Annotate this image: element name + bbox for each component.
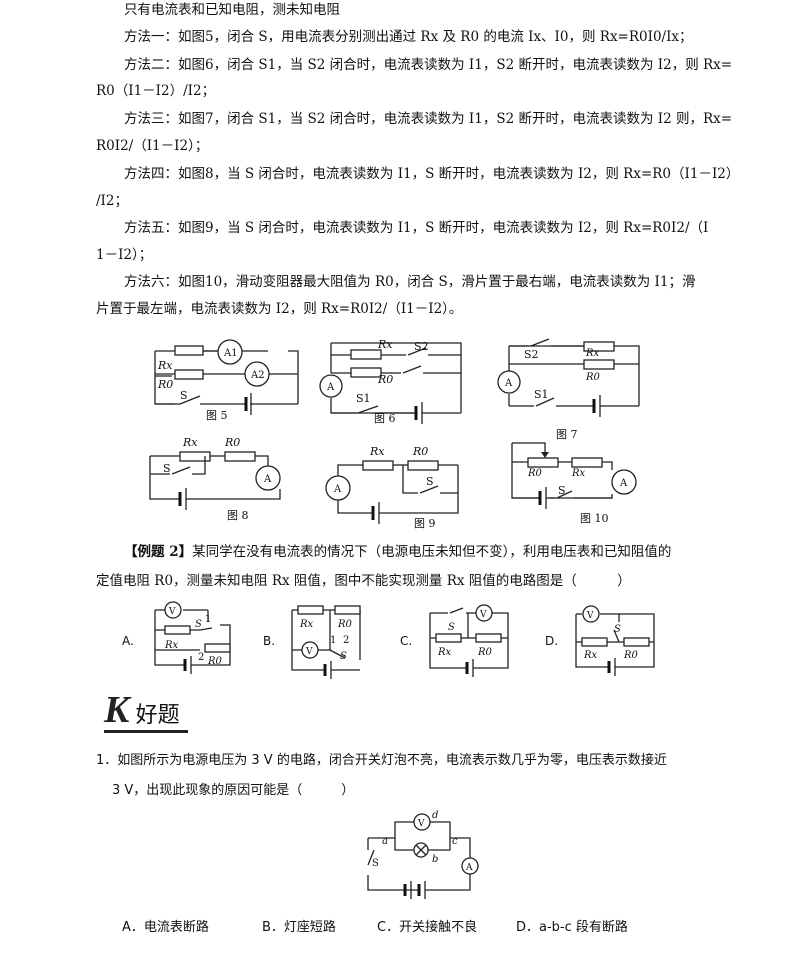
svg-text:a: a — [382, 836, 388, 847]
fig8-caption: 图 8 — [227, 509, 249, 522]
svg-text:Rx: Rx — [157, 359, 173, 372]
svg-text:R0: R0 — [157, 378, 173, 391]
svg-text:R0: R0 — [477, 647, 493, 658]
method-5a: 方法五：如图9，当 S 闭合时，电流表读数为 I1，S 断开时，电流表读数为 I… — [124, 220, 709, 236]
svg-text:R0: R0 — [412, 445, 428, 458]
circuit-option-d: V S Rx R0 — [575, 605, 655, 676]
svg-text:R0: R0 — [207, 656, 223, 667]
method-6b: 片置于最左端，电流表读数为 I2，则 Rx=R0I2/（I1－I2）。 — [96, 301, 463, 317]
intro-line: 只有电流表和已知电阻，测未知电阻 — [124, 2, 340, 18]
svg-text:V: V — [479, 610, 487, 620]
svg-text:R0: R0 — [623, 650, 639, 661]
svg-text:S: S — [614, 624, 621, 635]
svg-text:R0: R0 — [377, 373, 393, 386]
svg-text:d: d — [432, 810, 438, 821]
section-letter: K — [104, 689, 130, 731]
svg-text:Rx: Rx — [571, 468, 586, 479]
circuit-fig5: A1 A2 Rx R0 S 图 5 — [154, 339, 299, 422]
svg-text:b: b — [432, 854, 438, 865]
svg-text:1: 1 — [205, 614, 211, 625]
circuit-option-a: V S 1 Rx 2 R0 — [154, 601, 231, 674]
circuit-fig6: A Rx S2 R0 S1 图 6 — [319, 338, 462, 425]
svg-text:A: A — [333, 484, 342, 495]
svg-text:2: 2 — [198, 652, 204, 663]
circuit-fig7: A S2 Rx R0 S1 图 7 — [497, 338, 640, 441]
method-5b: 1－I2）； — [96, 247, 153, 263]
circuit-fig8: A Rx R0 S 图 8 — [149, 436, 281, 522]
fig9-caption: 图 9 — [414, 517, 436, 530]
circuit-fig10: A R0 Rx S 图 10 — [511, 442, 637, 525]
q1-line1: 1．如图所示为电源电压为 3 V 的电路，闭合开关灯泡不亮，电流表示数几乎为零，… — [96, 753, 667, 768]
example2-option-d[interactable]: D. — [545, 634, 559, 648]
svg-text:Rx: Rx — [437, 647, 452, 658]
method-1: 方法一：如图5，闭合 S，用电流表分别测出通过 Rx 及 R0 的电流 Ix、I… — [124, 29, 693, 45]
svg-text:S: S — [558, 484, 566, 497]
q1-line2: 3 V，出现此现象的原因可能是（ ） — [112, 783, 355, 798]
svg-text:V: V — [168, 607, 176, 617]
svg-text:Rx: Rx — [585, 348, 600, 359]
example2-line2: 定值电阻 R0，测量未知电阻 Rx 阻值，图中不能实现测量 Rx 阻值的电路图是… — [96, 573, 631, 589]
example2-option-b[interactable]: B. — [263, 634, 276, 648]
svg-text:A2: A2 — [250, 370, 265, 381]
svg-text:S: S — [426, 475, 434, 488]
svg-text:Rx: Rx — [377, 338, 393, 351]
example2-option-a[interactable]: A. — [122, 634, 134, 648]
svg-text:c: c — [452, 836, 458, 847]
svg-text:Rx: Rx — [299, 619, 314, 630]
svg-text:V: V — [305, 647, 313, 657]
svg-text:A: A — [619, 478, 628, 489]
q1-option-c[interactable]: C．开关接触不良 — [377, 920, 478, 935]
svg-text:R0: R0 — [527, 468, 543, 479]
svg-text:1: 1 — [330, 635, 336, 646]
fig7-caption: 图 7 — [556, 428, 578, 441]
circuit-fig9: A Rx R0 S 图 9 — [325, 445, 459, 530]
fig6-caption: 图 6 — [374, 412, 396, 425]
method-4b: /I2； — [96, 193, 128, 209]
q1-option-a[interactable]: A．电流表断路 — [122, 920, 209, 935]
svg-text:A: A — [504, 378, 513, 389]
svg-text:S2: S2 — [524, 348, 539, 361]
svg-text:V: V — [586, 611, 594, 621]
svg-text:A: A — [263, 474, 272, 485]
q1-option-b[interactable]: B．灯座短路 — [262, 920, 336, 935]
svg-text:Rx: Rx — [369, 445, 385, 458]
method-6a: 方法六：如图10，滑动变阻器最大阻值为 R0，闭合 S，滑片置于最右端，电流表读… — [124, 274, 696, 290]
svg-text:S2: S2 — [414, 340, 429, 353]
method-3a: 方法三：如图7，闭合 S1，当 S2 闭合时，电流表读数为 I1，S2 断开时，… — [124, 111, 733, 127]
svg-text:V: V — [417, 819, 425, 829]
svg-text:S: S — [180, 389, 188, 402]
q1-option-d[interactable]: D．a-b-c 段有断路 — [516, 920, 628, 935]
example2-option-c[interactable]: C. — [400, 634, 413, 648]
svg-text:A1: A1 — [223, 348, 238, 359]
svg-text:S: S — [163, 462, 171, 475]
svg-text:S: S — [448, 622, 455, 633]
svg-text:A: A — [465, 863, 473, 873]
svg-text:S: S — [195, 619, 202, 630]
svg-text:A: A — [326, 382, 335, 393]
method-2b: R0（I1－I2）/I2； — [96, 83, 216, 99]
fig10-caption: 图 10 — [580, 512, 609, 525]
svg-text:S1: S1 — [534, 388, 549, 401]
circuit-q1: V A a b c d S — [367, 810, 479, 899]
example2-line1: 【例题 2】某同学在没有电流表的情况下（电源电压未知但不变），利用电压表和已知阻… — [124, 544, 672, 560]
method-4a: 方法四：如图8，当 S 闭合时，电流表读数为 I1，S 断开时，电流表读数为 I… — [124, 166, 740, 182]
method-3b: R0I2/（I1－I2）； — [96, 138, 209, 154]
svg-text:2: 2 — [343, 635, 349, 646]
circuit-option-c: V S Rx R0 — [429, 604, 509, 677]
fig5-caption: 图 5 — [206, 409, 228, 422]
svg-text:S1: S1 — [356, 392, 371, 405]
svg-text:Rx: Rx — [164, 640, 179, 651]
svg-text:R0: R0 — [224, 436, 240, 449]
svg-text:Rx: Rx — [182, 436, 198, 449]
svg-text:R0: R0 — [337, 619, 353, 630]
section-header: K 好题 — [104, 688, 188, 733]
section-title: 好题 — [135, 703, 180, 728]
svg-text:R0: R0 — [585, 372, 601, 383]
svg-text:S: S — [372, 858, 379, 869]
example2-tag: 【例题 2】 — [124, 544, 193, 560]
svg-text:S: S — [340, 651, 347, 662]
svg-text:Rx: Rx — [583, 650, 598, 661]
circuit-option-b: V Rx R0 1 2 S — [291, 605, 361, 679]
method-2a: 方法二：如图6，闭合 S1，当 S2 闭合时，电流表读数为 I1，S2 断开时，… — [124, 57, 733, 73]
